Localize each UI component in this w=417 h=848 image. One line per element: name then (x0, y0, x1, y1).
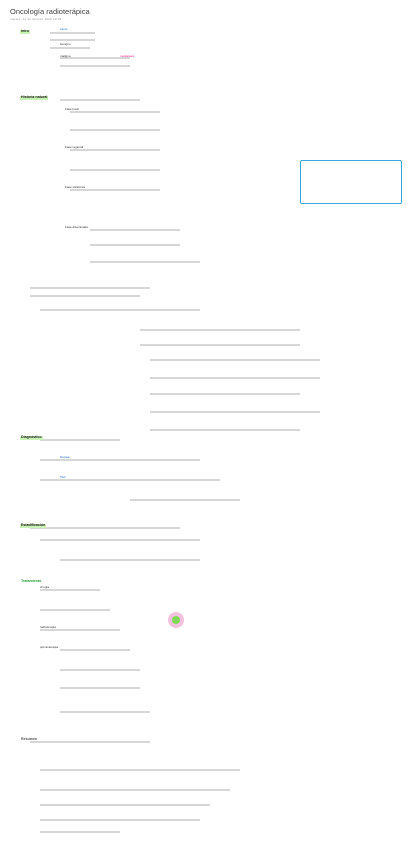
label-fase-regional: Fase regional (65, 145, 84, 149)
section-tratamiento: Tratamiento (21, 579, 42, 583)
section-diagnostico: Diagnóstico (20, 435, 43, 440)
label-quimioterapia: quimioterapia (40, 645, 59, 649)
section-estadios: Estadificación (20, 523, 47, 528)
section-historia: Historia natural (20, 95, 49, 100)
section-intro: Intro (20, 29, 30, 34)
label-biopsia: biopsia (60, 455, 70, 459)
label-tac: TAC (60, 475, 66, 479)
label-radioterapia: radioterapia (40, 625, 56, 629)
summary-box (300, 160, 402, 204)
section-resumen: Resumen (21, 737, 38, 741)
label-maligno: maligno (60, 54, 71, 58)
label-cirugia: cirugía (40, 585, 50, 589)
label-fase-local: Fase local (65, 107, 79, 111)
page-title: Oncología radioterápica (10, 7, 90, 16)
page-date: martes, 21 de abril de 2020 20:39 (10, 17, 62, 21)
label-tumor: tumor (60, 27, 68, 31)
label-metastasis: metástasis (120, 54, 135, 58)
diagram-circle-inner (172, 616, 180, 624)
label-benigno: benigno (60, 42, 71, 46)
label-fase-diseminada: Fase diseminada (65, 225, 88, 229)
label-fase-sistemica: Fase sistémica (65, 185, 86, 189)
